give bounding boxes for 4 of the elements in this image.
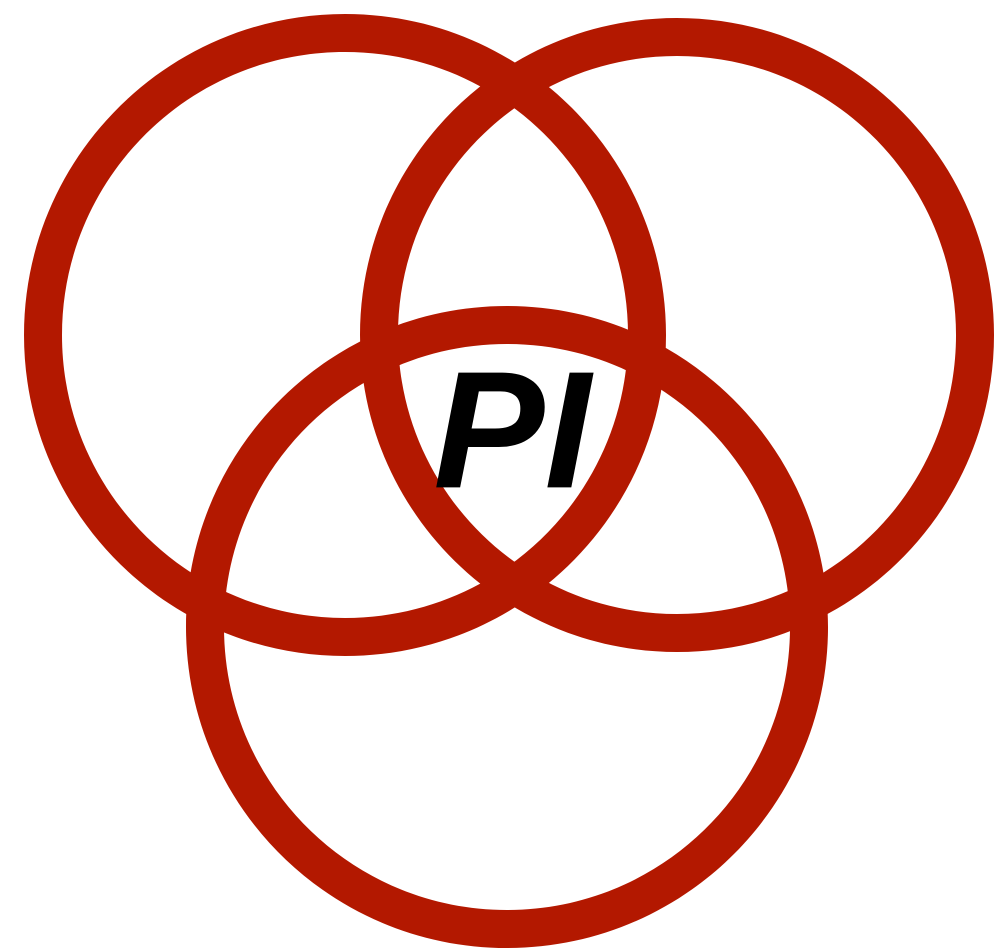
ring (360, 18, 994, 652)
center-label: PI (436, 372, 594, 488)
ring (24, 14, 666, 656)
ring (186, 306, 828, 948)
